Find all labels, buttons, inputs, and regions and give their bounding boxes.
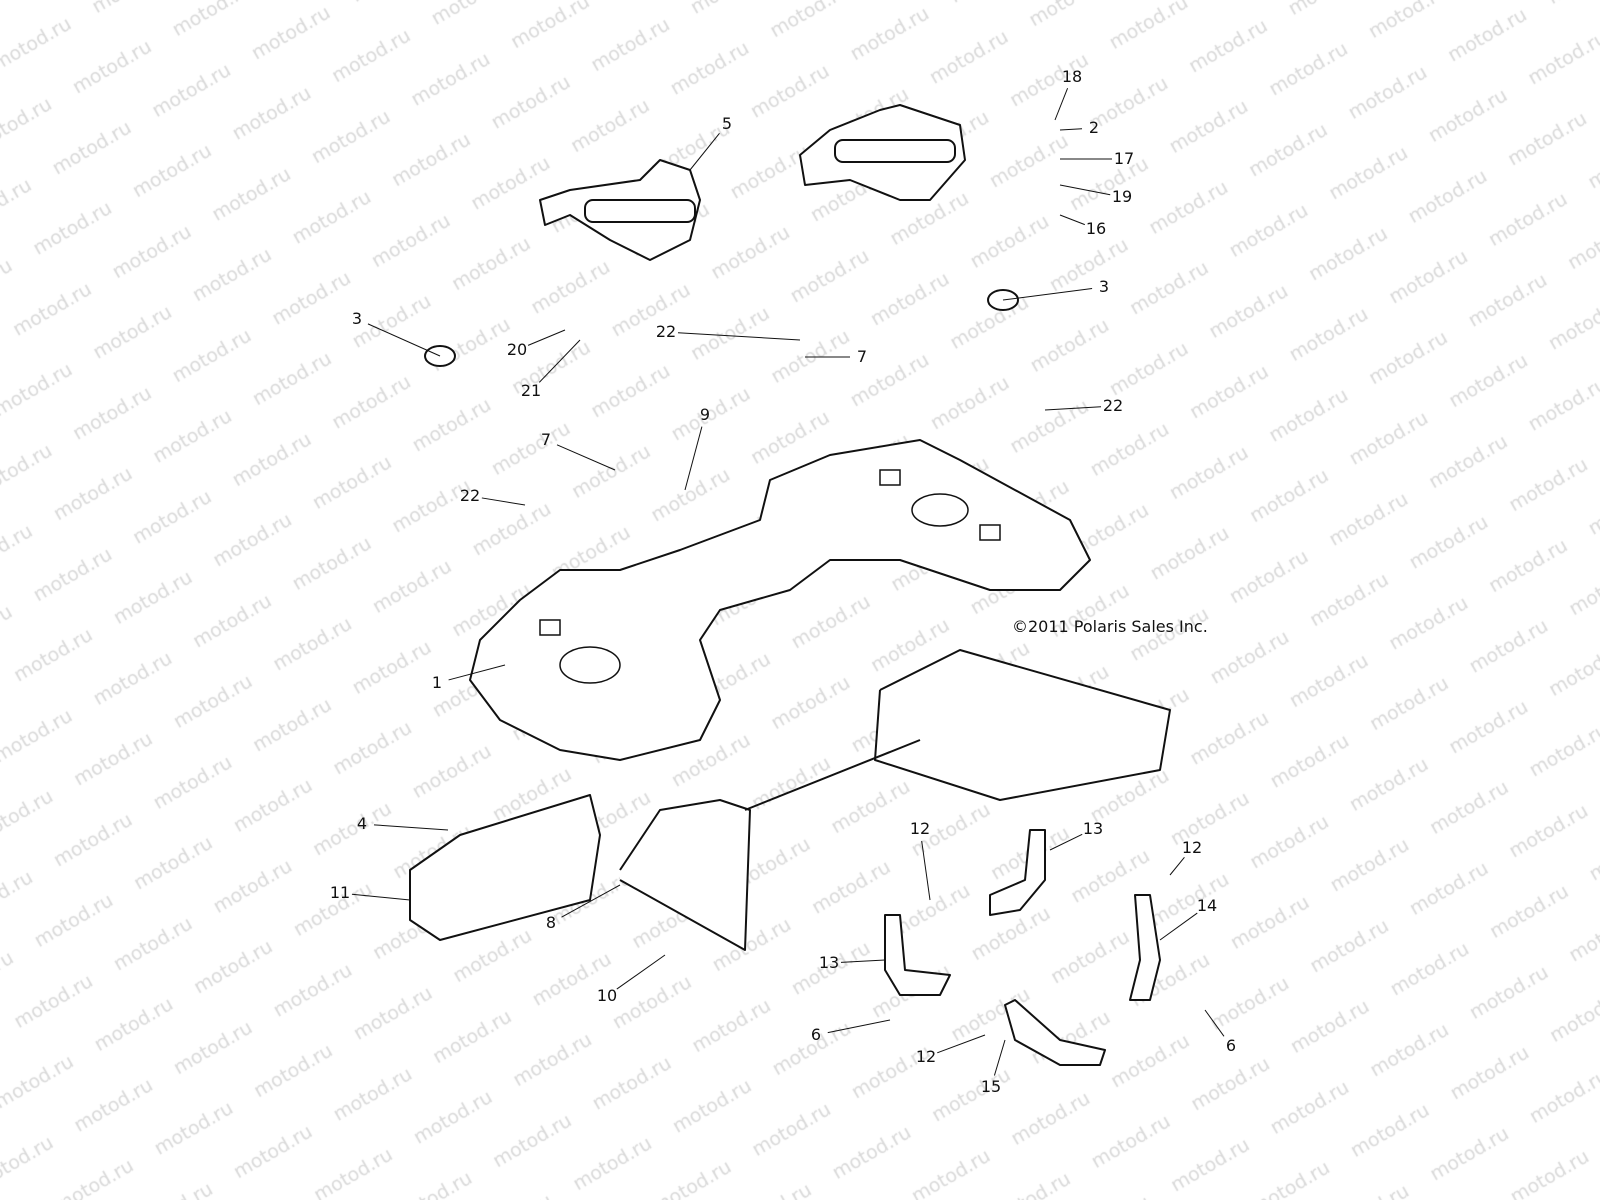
leader-line <box>1059 184 1111 196</box>
leader-line <box>481 497 526 506</box>
leader-line <box>561 884 621 918</box>
callout-22: 22 <box>655 322 677 341</box>
leader-line <box>937 1034 986 1054</box>
callout-3: 3 <box>351 309 363 328</box>
callout-15: 15 <box>980 1077 1002 1096</box>
callout-12: 12 <box>1181 838 1203 857</box>
leader-line <box>1002 288 1093 301</box>
leader-line <box>1059 128 1083 131</box>
callout-18: 18 <box>1061 67 1083 86</box>
leader-line <box>351 893 411 901</box>
callout-7: 7 <box>856 347 868 366</box>
callout-9: 9 <box>699 405 711 424</box>
callout-13: 13 <box>818 953 840 972</box>
leader-line <box>448 664 506 681</box>
leader-line <box>1054 87 1069 121</box>
bracket-13-lower <box>884 914 951 996</box>
leader-line <box>527 329 566 346</box>
copyright-notice: ©2011 Polaris Sales Inc. <box>1012 617 1208 636</box>
callout-21: 21 <box>520 381 542 400</box>
callout-10: 10 <box>596 986 618 1005</box>
leader-line <box>827 1019 891 1034</box>
leader-line <box>1169 856 1185 876</box>
leader-line <box>616 954 666 990</box>
callout-17: 17 <box>1113 149 1135 168</box>
leader-line <box>373 824 449 831</box>
callout-22: 22 <box>1102 396 1124 415</box>
leader-line <box>993 1039 1006 1076</box>
leader-line <box>1049 833 1083 851</box>
bracket-14 <box>1129 894 1161 1001</box>
leader-line <box>840 959 886 963</box>
callout-12: 12 <box>915 1047 937 1066</box>
rear-panel <box>409 794 601 941</box>
leader-line <box>1159 912 1198 941</box>
callout-4: 4 <box>356 814 368 833</box>
leader-line <box>677 332 801 341</box>
leader-lines <box>351 87 1225 1076</box>
callout-20: 20 <box>506 340 528 359</box>
front-rack-left <box>539 159 701 261</box>
leader-line <box>538 339 581 383</box>
callout-8: 8 <box>545 913 557 932</box>
leader-line <box>684 426 703 491</box>
rack-frame <box>619 649 1171 951</box>
callout-14: 14 <box>1196 896 1218 915</box>
leader-line <box>1059 214 1085 226</box>
callout-3: 3 <box>1098 277 1110 296</box>
callout-22: 22 <box>459 486 481 505</box>
bracket-15 <box>1004 999 1106 1066</box>
leader-line <box>689 133 720 171</box>
callout-13: 13 <box>1082 819 1104 838</box>
callout-5: 5 <box>721 114 733 133</box>
leader-line <box>556 444 616 471</box>
callout-11: 11 <box>329 883 351 902</box>
leader-line <box>1204 1009 1225 1037</box>
leader-line <box>367 323 441 357</box>
bracket-13-upper <box>989 829 1046 916</box>
callout-19: 19 <box>1111 187 1133 206</box>
callout-6: 6 <box>810 1025 822 1044</box>
callout-6: 6 <box>1225 1036 1237 1055</box>
callout-2: 2 <box>1088 118 1100 137</box>
callout-7: 7 <box>540 430 552 449</box>
callout-12: 12 <box>909 819 931 838</box>
front-rack-right <box>799 104 966 201</box>
leader-line <box>1044 406 1102 411</box>
leader-line <box>921 840 931 901</box>
callout-1: 1 <box>431 673 443 692</box>
rear-rack-main <box>469 439 1091 761</box>
callout-16: 16 <box>1085 219 1107 238</box>
